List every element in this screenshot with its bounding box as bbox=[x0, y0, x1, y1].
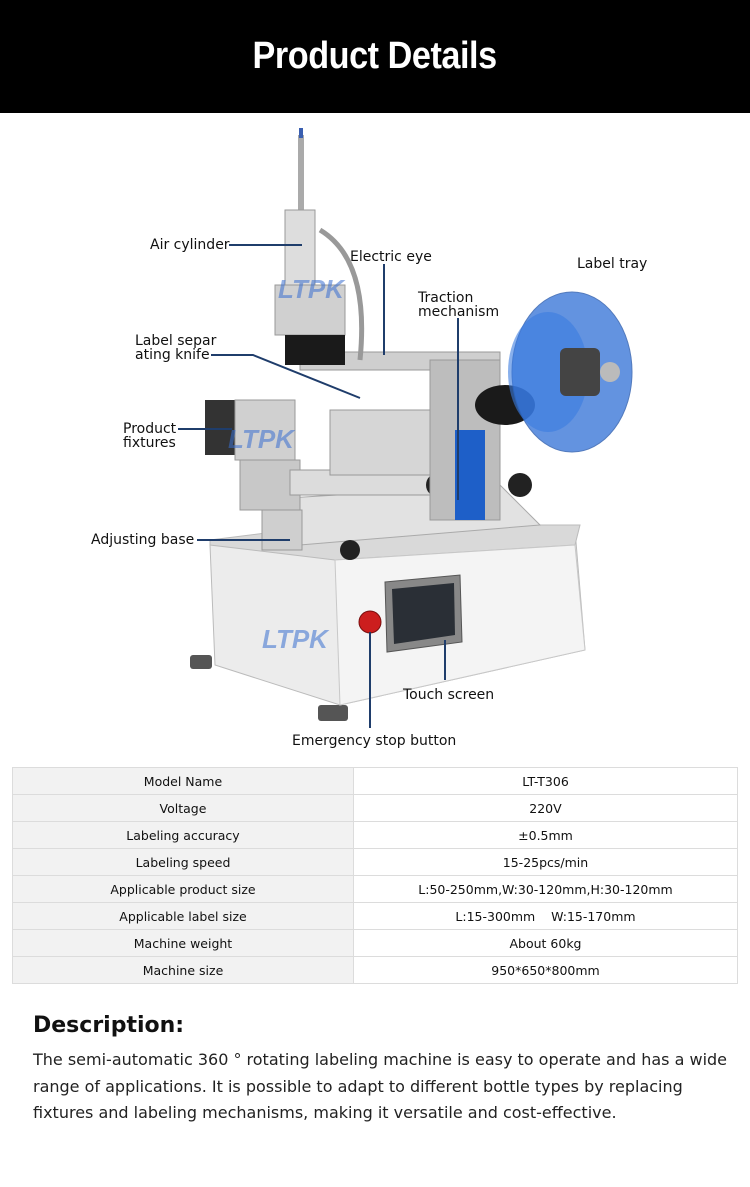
spec-key: Applicable label size bbox=[12, 902, 354, 930]
callout-knife-line2: ating knife bbox=[135, 347, 210, 363]
spec-key: Labeling speed bbox=[12, 848, 354, 876]
callout-electric-eye: Electric eye bbox=[350, 249, 432, 265]
product-figure: LTPK LTPK LTPK Air cylinder Electric eye… bbox=[0, 113, 750, 763]
spec-key: Applicable product size bbox=[12, 875, 354, 903]
callout-knife-line1: Label separ bbox=[135, 333, 217, 349]
description-text: The semi-automatic 360 ° rotating labeli… bbox=[33, 1050, 728, 1122]
callout-air-cylinder: Air cylinder bbox=[150, 237, 230, 253]
spec-value: 220V bbox=[353, 794, 738, 822]
spec-value: LT-T306 bbox=[353, 767, 738, 795]
spec-value: 950*650*800mm bbox=[353, 956, 738, 984]
spec-value: 15-25pcs/min bbox=[353, 848, 738, 876]
header-banner: Product Details bbox=[0, 0, 750, 113]
callout-label-tray: Label tray bbox=[577, 256, 648, 272]
table-row: Labeling accuracy±0.5mm bbox=[12, 821, 738, 849]
spec-key: Machine size bbox=[12, 956, 354, 984]
callout-touch-screen: Touch screen bbox=[403, 687, 495, 703]
description-title: Description: bbox=[33, 1013, 185, 1038]
spec-key: Machine weight bbox=[12, 929, 354, 957]
machine-illustration: LTPK LTPK LTPK bbox=[178, 128, 633, 728]
page-title: Product Details bbox=[252, 35, 498, 77]
callout-traction-line2: mechanism bbox=[418, 304, 500, 320]
callout-fixtures-line2: fixtures bbox=[123, 435, 176, 451]
svg-text:LTPK: LTPK bbox=[278, 274, 346, 304]
callout-emergency-stop: Emergency stop button bbox=[292, 733, 457, 749]
spec-key: Voltage bbox=[12, 794, 354, 822]
spec-value: L:50-250mm,W:30-120mm,H:30-120mm bbox=[353, 875, 738, 903]
spec-value: ±0.5mm bbox=[353, 821, 738, 849]
callout-traction-line1: Traction bbox=[418, 290, 474, 306]
spec-value: About 60kg bbox=[353, 929, 738, 957]
spec-key: Model Name bbox=[12, 767, 354, 795]
spec-value: L:15-300mm W:15-170mm bbox=[353, 902, 738, 930]
spec-key: Labeling accuracy bbox=[12, 821, 354, 849]
callout-fixtures-line1: Product bbox=[123, 421, 177, 437]
callout-adjusting-base: Adjusting base bbox=[91, 532, 195, 548]
svg-text:LTPK: LTPK bbox=[228, 424, 296, 454]
svg-text:LTPK: LTPK bbox=[262, 624, 330, 654]
